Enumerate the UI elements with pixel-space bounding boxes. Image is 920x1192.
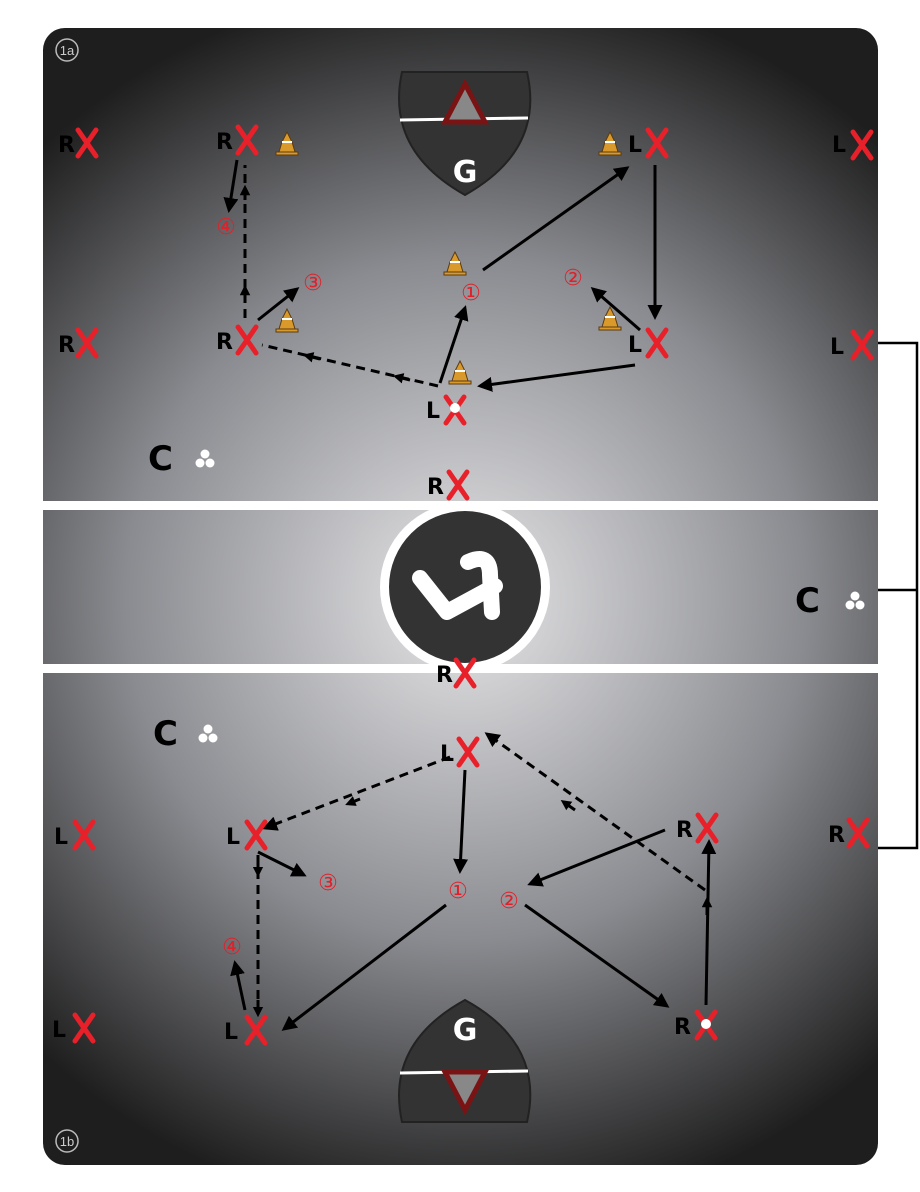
svg-text:L: L — [52, 1018, 66, 1043]
svg-text:L: L — [426, 399, 440, 424]
coach-mid: C — [795, 581, 865, 621]
svg-text:C: C — [795, 581, 820, 621]
step-1: ① — [448, 879, 468, 904]
svg-text:C: C — [153, 714, 178, 754]
drill-tag-1a: 1a — [55, 38, 79, 62]
player: L — [832, 132, 871, 158]
ball-icon — [450, 403, 460, 413]
svg-text:1b: 1b — [60, 1134, 74, 1149]
goal-crease-top: G — [398, 71, 532, 197]
player: L — [226, 822, 265, 850]
player: R — [436, 660, 474, 688]
ball-icon — [701, 1019, 711, 1029]
svg-text:R: R — [828, 823, 845, 848]
svg-text:R: R — [58, 333, 75, 358]
svg-text:L: L — [830, 335, 844, 360]
goalie-label: G — [453, 1013, 478, 1048]
player: L — [628, 130, 666, 158]
player: L — [54, 822, 93, 850]
drill-tag-1b: 1b — [55, 1129, 79, 1153]
svg-text:R: R — [216, 130, 233, 155]
step-numbers-top: ① ② ③ ④ — [216, 215, 583, 306]
player-with-ball: R — [674, 1012, 715, 1040]
player: L — [628, 330, 666, 358]
player: R — [427, 472, 467, 500]
player: L — [224, 1017, 265, 1045]
player: R — [58, 130, 96, 158]
svg-text:1a: 1a — [60, 43, 75, 58]
svg-text:L: L — [224, 1020, 238, 1045]
svg-text:R: R — [436, 663, 453, 688]
group-bracket — [878, 341, 919, 850]
step-3: ③ — [318, 871, 338, 896]
step-3: ③ — [303, 271, 323, 296]
players-bottom: L L R L R L L R — [52, 739, 867, 1045]
players-mid: R — [436, 660, 474, 688]
goal-crease-bottom: G — [398, 998, 532, 1123]
goal-bottom-icon — [440, 1069, 490, 1116]
step-4: ④ — [222, 935, 242, 960]
step-1: ① — [461, 281, 481, 306]
player: R — [676, 815, 716, 843]
svg-text:L: L — [54, 825, 68, 850]
step-numbers-bottom: ① ② ③ ④ — [222, 871, 519, 960]
player: R — [828, 820, 867, 848]
svg-text:R: R — [676, 818, 693, 843]
goalie-label: G — [453, 155, 478, 190]
player: L — [830, 332, 871, 360]
player: L — [440, 739, 477, 767]
center-logo — [380, 502, 550, 672]
player: R — [216, 327, 256, 355]
step-2: ② — [499, 889, 519, 914]
svg-text:L: L — [440, 742, 454, 767]
coach-top: C — [148, 439, 215, 479]
svg-text:L: L — [628, 133, 642, 158]
player: L — [52, 1015, 93, 1043]
svg-text:R: R — [674, 1015, 691, 1040]
svg-text:L: L — [832, 133, 846, 158]
player-with-ball: L — [426, 397, 464, 424]
players-top: R R L L R R L L L R — [58, 127, 871, 500]
player: R — [58, 330, 96, 358]
goal-top-icon — [440, 78, 490, 125]
svg-text:R: R — [216, 330, 233, 355]
step-4: ④ — [216, 215, 236, 240]
svg-text:C: C — [148, 439, 173, 479]
player: R — [216, 127, 256, 155]
svg-text:R: R — [58, 133, 75, 158]
coach-bottom: C — [153, 714, 218, 754]
step-2: ② — [563, 266, 583, 291]
svg-text:R: R — [427, 475, 444, 500]
svg-text:L: L — [628, 333, 642, 358]
svg-text:L: L — [226, 825, 240, 850]
drill-paths — [223, 159, 717, 1031]
